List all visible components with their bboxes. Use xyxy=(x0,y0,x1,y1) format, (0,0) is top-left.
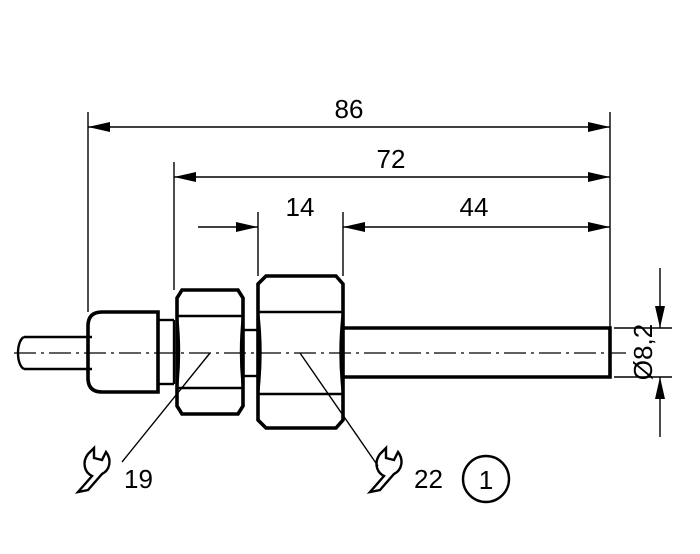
cable-gland xyxy=(86,310,176,394)
hex-nut-large xyxy=(256,274,345,430)
dimension-diameter: Ø8,2 xyxy=(628,268,665,437)
neck xyxy=(243,328,258,378)
wrench-size-small: 19 xyxy=(124,464,153,494)
dimension-probe-length: 44 xyxy=(343,192,610,232)
dimension-label-hex-width: 14 xyxy=(286,192,315,222)
wrench-label-19: 19 xyxy=(74,445,153,494)
extension-lines xyxy=(87,112,672,378)
callout-number: 1 xyxy=(479,465,493,495)
dimension-nut-to-tip: 72 xyxy=(174,144,610,182)
dimension-label-probe-length: 44 xyxy=(460,192,489,222)
dimension-overall: 86 xyxy=(88,94,610,132)
wrench-icon xyxy=(366,445,403,494)
hex-nut-small xyxy=(175,288,245,416)
dimension-hex-width: 14 xyxy=(198,192,315,232)
wrench-size-large: 22 xyxy=(414,464,443,494)
dimension-label-overall: 86 xyxy=(335,94,364,124)
dimension-label-diameter: Ø8,2 xyxy=(628,324,658,380)
wrench-icon xyxy=(74,445,111,494)
dimension-label-nut-to-tip: 72 xyxy=(377,144,406,174)
callout-1: 1 xyxy=(461,454,511,504)
wrench-label-22: 22 xyxy=(366,445,443,494)
leader-lines xyxy=(121,352,379,467)
